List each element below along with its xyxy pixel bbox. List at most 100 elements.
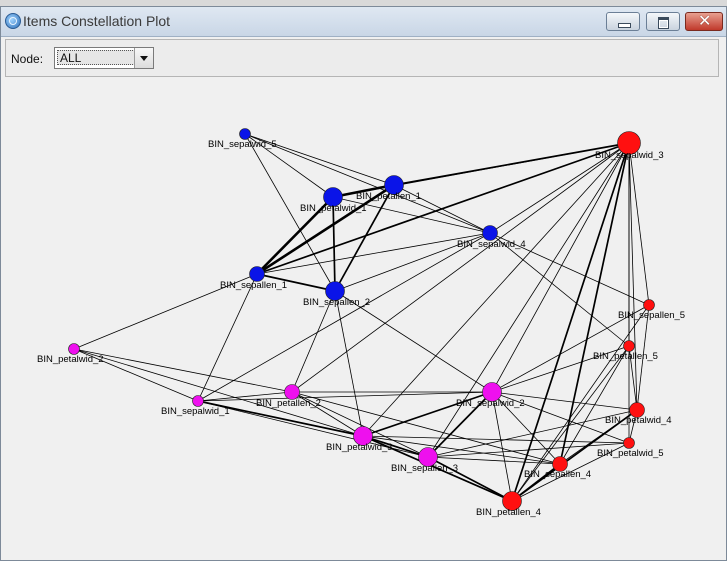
edge-sl3-pw5 [427,442,630,458]
edge-sl3-sl4 [427,456,561,465]
node-sw3[interactable] [617,131,641,155]
node-label-sw2: BIN_sepalwid_2 [456,398,525,409]
edge-pw1-sl2 [332,196,336,292]
edge-sw1-pl2 [197,391,293,402]
edge-sw5b-sl2 [244,133,336,292]
edge-sw3-pl4 [511,142,630,502]
edge-pl1-sl1 [256,183,395,276]
nodes-layer [68,128,655,511]
node-pw1[interactable] [323,187,343,207]
edge-pw3-sl4 [362,435,561,465]
edge-sl3-pw4 [427,409,638,458]
node-label-sl1: BIN_sepallen_1 [220,280,287,291]
edge-sw2-pl5 [491,345,630,393]
node-toolbar: Node: ALL [5,39,719,77]
constellation-graph: BIN_sepalwid_5BIN_petalwid_1BIN_petallen… [37,128,685,518]
edge-sw5b-pl1 [244,133,395,186]
node-sw4[interactable] [482,225,498,241]
edge-sl2-sw2 [334,290,493,393]
edge-sw3-pl2 [291,142,630,393]
node-dropdown[interactable]: ALL [54,47,154,69]
node-sw2[interactable] [482,382,502,402]
edge-sw2-sl4 [491,391,561,465]
node-label-pw3: BIN_petalwid_3 [326,442,393,453]
edge-pl4-sl4 [511,463,561,502]
node-sl5[interactable] [643,299,655,311]
edge-sw3-pw3 [362,142,630,437]
edge-sw3-sl5 [628,142,650,306]
edge-pl2-sl4 [291,391,561,465]
edge-pw1-sl1 [256,196,334,275]
edge-sw2-pw5 [491,391,630,444]
edge-pw4-sl4 [559,409,638,465]
node-sl2[interactable] [325,281,345,301]
node-pw4[interactable] [629,402,645,418]
edge-sw4-pl5 [489,232,630,347]
edge-sw4-sw1 [197,232,491,402]
edge-sw4-sw3 [489,142,630,234]
node-label-sw1: BIN_sepalwid_1 [161,406,230,417]
edge-sw4-sl5 [489,232,650,306]
edge-pl2-pw3 [291,391,364,437]
edge-pw3-pw5 [362,435,630,444]
edge-pw2-pl2 [73,348,293,393]
node-sl3[interactable] [418,447,438,467]
edge-sl1-sl2 [256,273,336,292]
edge-pl1-sw4 [393,184,491,234]
node-label-pl5: BIN_petallen_5 [593,351,658,362]
edge-sw3-sw2 [491,142,630,393]
title-bar[interactable]: Items Constellation Plot ✕ [1,7,726,37]
edge-pw2-sl1 [73,273,258,350]
edge-pl2-sl3 [291,391,429,458]
maximize-icon [658,17,669,29]
node-pl5[interactable] [623,340,635,352]
edge-sw2-pl4 [491,391,513,502]
node-label-sl4: BIN_sepallen_4 [524,469,591,480]
constellation-window: Items Constellation Plot ✕ Node: ALL BIN… [0,6,727,561]
close-icon: ✕ [698,13,712,30]
node-label-sl3: BIN_sepallen_3 [391,463,458,474]
node-sw1[interactable] [192,395,204,407]
edge-sw1-pw3 [197,400,364,437]
node-pw3[interactable] [353,426,373,446]
node-sl1[interactable] [249,266,265,282]
node-label-pw1: BIN_petalwid_1 [300,203,367,214]
node-pw5[interactable] [623,437,635,449]
edge-sl1-sw3 [256,142,630,275]
edge-pw3-sl3 [362,435,429,458]
edge-pl5-pw4 [628,345,638,411]
close-button[interactable]: ✕ [685,12,723,31]
node-label-pw4: BIN_petalwid_4 [605,415,672,426]
node-label-pl4: BIN_petallen_4 [476,507,541,518]
edge-sw1-sl3 [197,400,429,458]
edge-sl5-pw4 [636,304,650,411]
node-label: Node: [11,52,44,66]
node-label-pw2: BIN_petalwid_2 [37,354,104,365]
window-title: Items Constellation Plot [23,13,171,29]
edge-sl2-sw4 [334,232,491,292]
node-label-sw5b: BIN_sepalwid_5 [208,139,277,150]
edge-sw3-pw4 [628,142,638,411]
edge-sw1-sw2 [197,391,493,402]
chevron-down-icon[interactable] [134,48,153,68]
edge-pw2-pw3 [73,348,364,437]
node-pl4[interactable] [502,491,522,511]
node-sl4[interactable] [552,456,568,472]
edge-sl1-sw4 [256,232,491,275]
labels-layer: BIN_sepalwid_5BIN_petalwid_1BIN_petallen… [37,139,685,518]
minimize-button[interactable] [606,12,640,31]
maximize-button[interactable] [646,12,680,31]
node-sw5b[interactable] [239,128,251,140]
node-label-sw4: BIN_sepalwid_4 [457,239,526,250]
node-pl1[interactable] [384,175,404,195]
node-pl2[interactable] [284,384,300,400]
edge-pw1-sw3 [332,142,630,198]
node-label-sl2: BIN_sepallen_2 [303,297,370,308]
edges-layer [73,133,650,502]
edge-pl1-sl2 [334,184,395,292]
edge-sl3-pl4 [427,456,513,502]
node-label-sl5: BIN_sepallen_5 [618,310,685,321]
node-pw2[interactable] [68,343,80,355]
node-label-sw3: BIN_sepalwid_3 [595,150,664,161]
